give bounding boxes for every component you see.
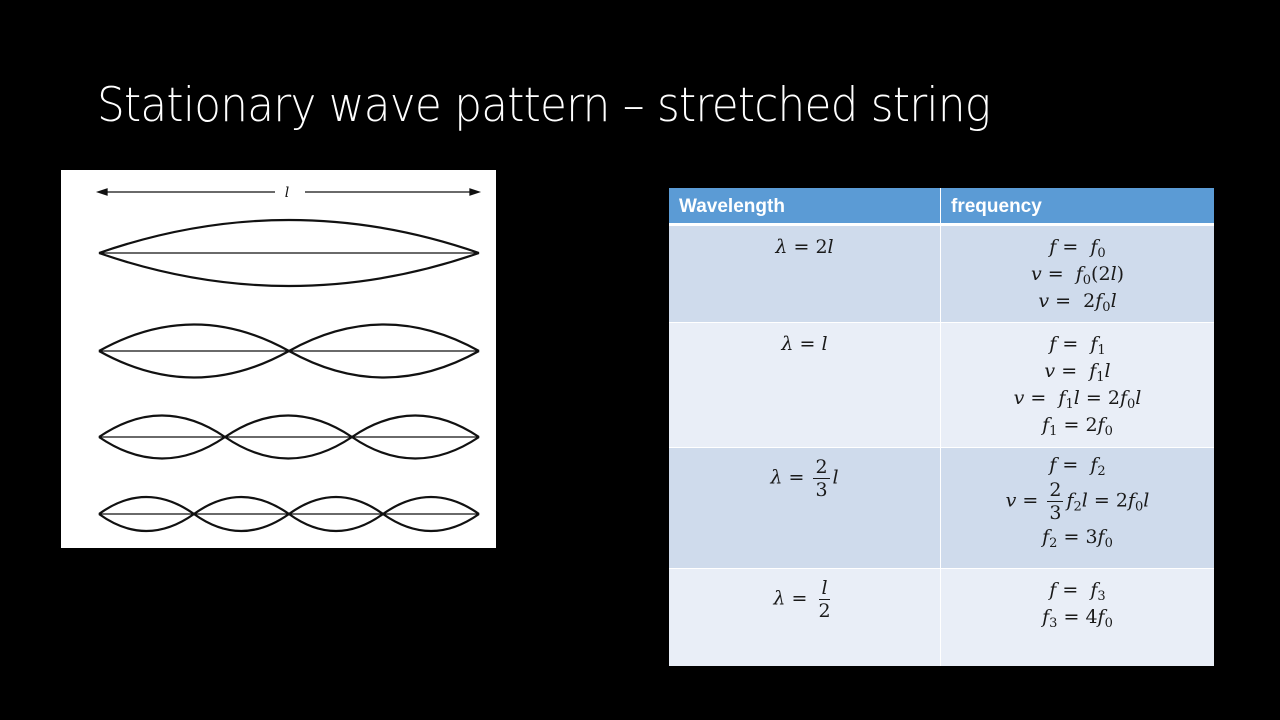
wavelength-cell: λ = l xyxy=(669,323,941,447)
length-arrow xyxy=(95,188,482,196)
header-frequency: frequency xyxy=(951,196,1042,217)
third-harmonic xyxy=(98,414,480,460)
length-label: l xyxy=(285,185,289,201)
slide-title: Stationary wave pattern – stretched stri… xyxy=(97,78,991,133)
frequency-cell: f = f3 f3 = 4f0 xyxy=(1042,579,1113,631)
fundamental-mode xyxy=(98,218,480,288)
wavelength-frequency-table: Wavelength frequency λ = 2l f = f0 v = f… xyxy=(669,188,1214,666)
standing-wave-diagram: l xyxy=(61,170,496,548)
frequency-cell: f = f1 v = f1l v = f1l = 2f0l f1 = 2f0 xyxy=(1013,333,1142,439)
standing-wave-svg: l xyxy=(95,185,482,532)
second-harmonic xyxy=(98,323,480,379)
fourth-harmonic xyxy=(98,496,480,532)
wavelength-eq: λ = 2l xyxy=(775,236,834,258)
table-row: λ = l f = f1 v = f1l v = f1l = 2f0l f1 =… xyxy=(669,323,1214,448)
wavelength-cell: λ = 2l xyxy=(669,226,941,322)
header-wavelength: Wavelength xyxy=(669,188,941,223)
frequency-cell: f = f0 v = f0(2l) v = 2f0l xyxy=(1030,236,1125,315)
table-header: Wavelength frequency xyxy=(669,188,1214,226)
table-row: λ = 2l f = f0 v = f0(2l) v = 2f0l xyxy=(669,226,1214,323)
